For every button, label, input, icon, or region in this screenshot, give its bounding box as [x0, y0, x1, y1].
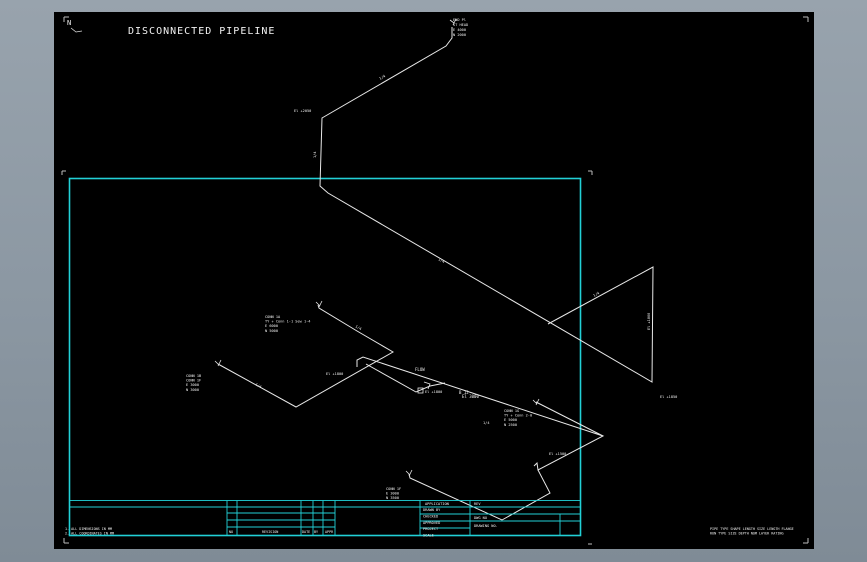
note-text: B 12: [459, 390, 469, 395]
tag-line: E 3000: [186, 383, 199, 387]
pipe-right-stub[interactable]: [535, 401, 604, 437]
note-text: FLOW: [415, 367, 425, 372]
note-line: PIPE TYPE SHAPE LENGTH SIZE LENGTH FLANG…: [710, 527, 794, 531]
title-block-label: DRAWING NO.: [474, 524, 498, 528]
pipe-label: El +1850: [660, 395, 677, 399]
title-block-label: REVISION: [262, 530, 278, 534]
note-text: El 3000: [462, 394, 479, 399]
valve-icon[interactable]: [532, 398, 540, 406]
tag-line: TY + Conn 2-0: [504, 414, 532, 418]
pipe-label: 1/4: [593, 291, 601, 298]
pipe-label: 1/4: [483, 421, 490, 425]
tag-line: ST HEAD: [453, 23, 468, 27]
drawing-title: DISCONNECTED PIPELINE: [128, 26, 275, 37]
tag-line: E 3000: [386, 492, 399, 496]
pipe-label: 1/4: [438, 257, 446, 264]
valve-icon[interactable]: [214, 359, 222, 367]
bottom-right-notes: PIPE TYPE SHAPE LENGTH SIZE LENGTH FLANG…: [710, 527, 794, 536]
title-block-label: DRAWN BY: [423, 508, 441, 512]
tag-line: CONN 1A: [265, 315, 281, 319]
tag-line: CONN 1B: [186, 374, 201, 378]
tag-line: N 2000: [453, 33, 466, 37]
tag-line: CONN 1F: [186, 379, 201, 383]
pipe-label: 1/4: [255, 382, 263, 389]
tag-line: TY + Conn 1-1 Sew 1-4: [265, 320, 310, 324]
note-line: 1. ALL DIMENSIONS IN MM: [65, 527, 112, 531]
flow-arrow-icon: [423, 381, 431, 390]
title-block-label: APPR: [325, 530, 334, 534]
pipeline-network: [217, 27, 654, 521]
title-block-label: NO: [229, 530, 233, 534]
pipe-label: 1/4: [313, 152, 317, 159]
title-block-label: DWG NO: [474, 516, 487, 520]
title-block-label: APPROVED: [423, 521, 440, 525]
pipe-label: El +1800: [425, 390, 442, 394]
tag-line: CONN 1F: [386, 487, 401, 491]
pipe-label: El +1800: [647, 313, 651, 330]
title-block-label: APPLICATION: [425, 502, 449, 506]
title-block-label: CHECKED: [423, 514, 438, 518]
fittings: [214, 18, 540, 477]
north-arrow-icon: [70, 27, 83, 33]
pipe-label: 1/4: [379, 74, 387, 81]
tee-icon[interactable]: [417, 387, 424, 394]
corner-marks: [61, 16, 809, 545]
pipe-lower-route[interactable]: [217, 304, 395, 408]
title-block: DRAWN BY CHECKED APPROVED PROJECT SCALE APPLI…: [69, 500, 581, 538]
title-block-label: BY: [314, 530, 318, 534]
pipe-upper-route[interactable]: [319, 27, 654, 383]
tag-line: N 5000: [265, 329, 278, 333]
title-block-label: SCALE: [423, 534, 434, 538]
pipe-label: El +1800: [326, 372, 343, 376]
drawing-paper: [54, 12, 814, 549]
valve-icon[interactable]: [315, 300, 323, 308]
title-block-label: PROJECT: [423, 527, 439, 531]
tag-line: N 3500: [386, 496, 399, 500]
tag-line: END Pl: [453, 18, 466, 22]
tag-line: E 5000: [504, 418, 517, 422]
valve-icon[interactable]: [449, 18, 457, 26]
note-line: RUN TYPE SIZE DEPTH NOM LAYER RATING: [710, 532, 784, 536]
bottom-left-notes: 1. ALL DIMENSIONS IN MM2. ALL COORDINATE…: [65, 527, 114, 536]
pipe-label: El +2050: [294, 109, 311, 113]
tag-line: E 6000: [265, 324, 278, 328]
note-line: 2. ALL COORDINATES IN MM: [65, 532, 114, 536]
tag-line: N 2500: [504, 423, 517, 427]
tag-line: N 3000: [186, 388, 199, 392]
tag-line: E 4000: [453, 28, 466, 32]
title-block-label: DATE: [302, 530, 310, 534]
pipe-label: 1/4: [355, 324, 363, 331]
pipe-label: El +1500: [549, 452, 566, 456]
north-marker: N: [67, 19, 71, 27]
pipe-bottom[interactable]: [408, 469, 551, 521]
title-block-label: REV: [474, 502, 481, 506]
tag-line: CONN 1G: [504, 409, 519, 413]
valve-icon[interactable]: [405, 469, 413, 477]
